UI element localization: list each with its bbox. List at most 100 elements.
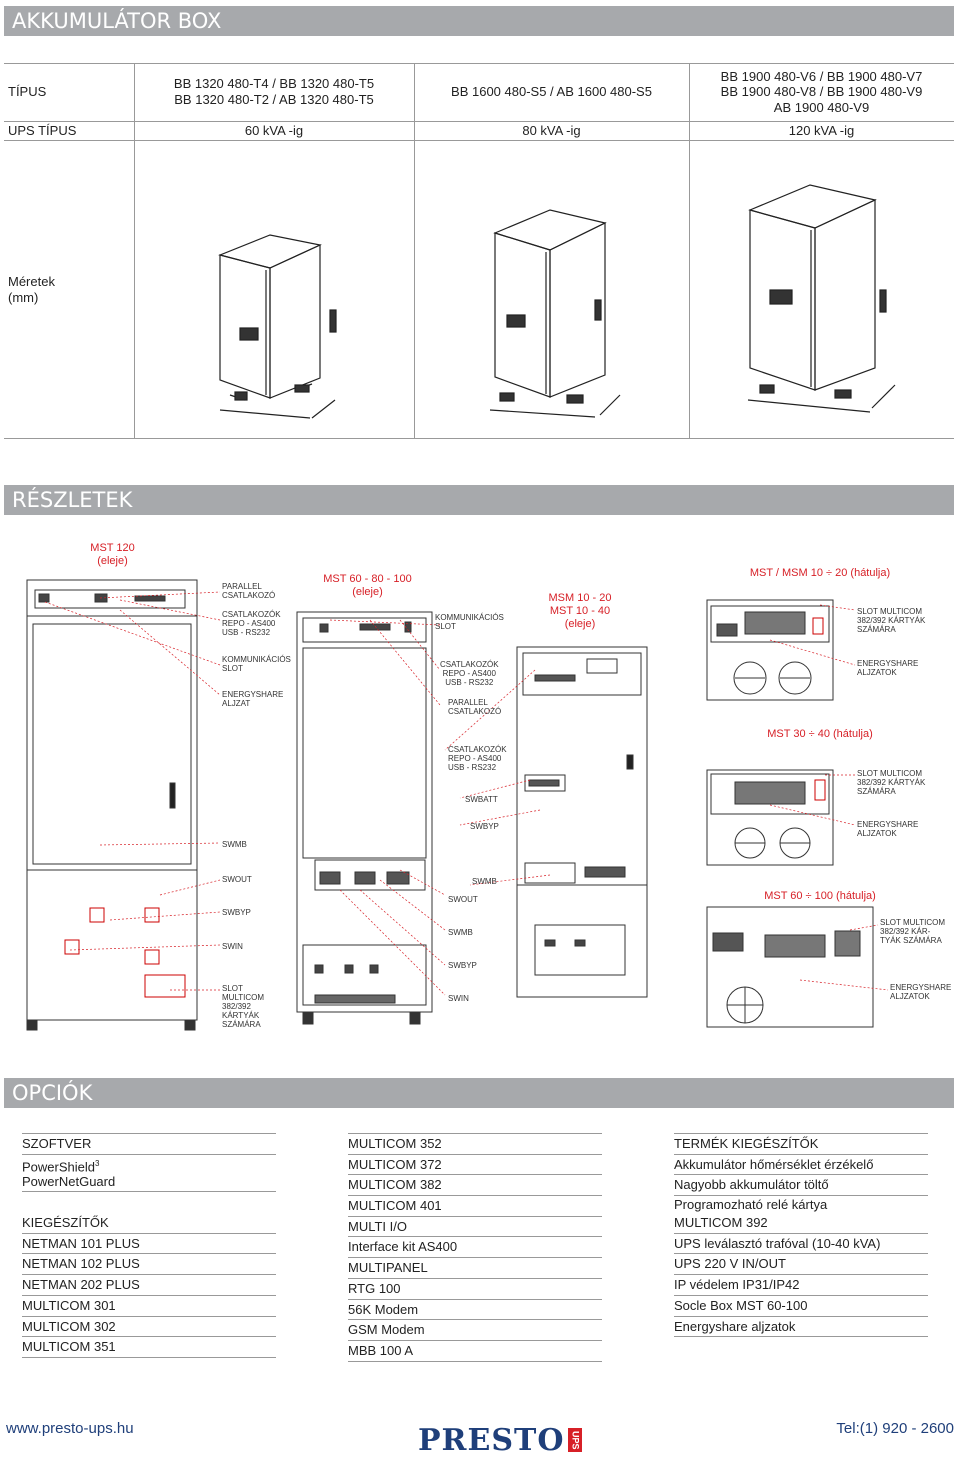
options-title: OPCIÓK bbox=[12, 1081, 93, 1105]
label-b-csatlakozok: CSATLAKOZÓK REPO - AS400 USB - RS232 bbox=[440, 660, 499, 687]
mst60-back-drawing bbox=[706, 906, 874, 1028]
model-3-line1: BB 1900 480-V6 / BB 1900 480-V7 bbox=[720, 68, 923, 84]
list-item: Akkumulátor hőmérséklet érzékelő bbox=[674, 1155, 928, 1176]
options-col-1: SZOFTVER PowerShield3 PowerNetGuard KIEG… bbox=[22, 1133, 276, 1358]
label-b-swout: SWOUT bbox=[448, 895, 478, 904]
label-b-swmb: SWMB bbox=[472, 877, 497, 886]
label-swin: SWIN bbox=[222, 942, 243, 951]
model-cell-1: BB 1320 480-T4 / BB 1320 480-T5 BB 1320 … bbox=[134, 63, 414, 121]
caption-msm: MSM 10 - 20 MST 10 - 40 (eleje) bbox=[548, 592, 612, 630]
label-c-energyshare-1: ENERGYSHARE ALJZATOK bbox=[857, 659, 919, 677]
options-band: OPCIÓK bbox=[4, 1078, 954, 1108]
list-item: PowerNetGuard bbox=[22, 1172, 276, 1193]
list-item: PowerShield3 bbox=[22, 1158, 100, 1175]
brand-sub: UPS bbox=[568, 1427, 583, 1453]
list-item: NETMAN 102 PLUS bbox=[22, 1254, 276, 1276]
caption-mst60: MST 60 - 80 - 100 (eleje) bbox=[323, 573, 412, 598]
list-item: UPS leválasztó trafóval (10-40 kVA) bbox=[674, 1234, 928, 1255]
website-link[interactable]: www.presto-ups.hu bbox=[6, 1420, 134, 1437]
phone-number: Tel:(1) 920 - 2600 bbox=[836, 1420, 954, 1437]
list-item: NETMAN 101 PLUS bbox=[22, 1234, 276, 1255]
list-item: RTG 100 bbox=[348, 1279, 602, 1300]
caption-mst120: MST 120 (eleje) bbox=[90, 542, 135, 567]
list-item: MULTICOM 302 bbox=[22, 1317, 276, 1338]
ups-tipus-label: UPS TÍPUS bbox=[8, 122, 77, 138]
meretek-label: Méretek (mm) bbox=[8, 274, 55, 305]
label-c-energyshare-2: ENERGYSHARE ALJZATOK bbox=[857, 820, 919, 838]
model-cell-3: BB 1900 480-V6 / BB 1900 480-V7 BB 1900 … bbox=[689, 63, 954, 121]
list-item: Interface kit AS400 bbox=[348, 1237, 602, 1259]
list-item: NETMAN 202 PLUS bbox=[22, 1275, 276, 1296]
list-item: GSM Modem bbox=[348, 1320, 602, 1341]
label-komm-slot: KOMMUNIKÁCIÓS SLOT bbox=[222, 655, 291, 673]
caption-mst-msm-back: MST / MSM 10 ÷ 20 (hátulja) bbox=[749, 567, 891, 579]
label-b-swmb-2: SWMB bbox=[448, 928, 473, 937]
model-3-line3: AB 1900 480-V9 bbox=[773, 99, 870, 115]
list-item: Programozható relé kártya bbox=[674, 1197, 828, 1213]
list-item: MULTI I/O bbox=[348, 1217, 602, 1238]
label-parallel: PARALLEL CSATLAKOZÓ bbox=[222, 582, 276, 600]
msm-front-drawing bbox=[516, 646, 648, 998]
label-energyshare: ENERGYSHARE ALJZAT bbox=[222, 690, 284, 708]
model-1-line1: BB 1320 480-T4 / BB 1320 480-T5 bbox=[173, 76, 375, 92]
cabinet-drawing-1 bbox=[218, 234, 337, 419]
details-title: RÉSZLETEK bbox=[12, 488, 133, 512]
list-item: 56K Modem bbox=[348, 1300, 602, 1321]
list-item: MBB 100 A bbox=[348, 1341, 602, 1362]
list-item: Energyshare aljzatok bbox=[674, 1317, 928, 1338]
label-swbyp: SWBYP bbox=[222, 908, 251, 917]
label-csatlakozok: CSATLAKOZÓK REPO - AS400 USB - RS232 bbox=[222, 610, 281, 637]
list-item bbox=[22, 1192, 276, 1213]
list-item: IP védelem IP31/IP42 bbox=[674, 1275, 928, 1296]
options-col-2: MULTICOM 352 MULTICOM 372 MULTICOM 382 M… bbox=[348, 1133, 602, 1362]
list-item: KIEGÉSZÍTŐK bbox=[22, 1213, 276, 1234]
label-c-slot-3: SLOT MULTICOM 382/392 KÁR- TYÁK SZÁMÁRA bbox=[880, 918, 946, 945]
model-2-line1: BB 1600 480-S5 / AB 1600 480-S5 bbox=[451, 84, 652, 100]
label-c-slot-2: SLOT MULTICOM 382/392 KÁRTYÁK SZÁMÁRA bbox=[857, 769, 926, 796]
label-slot-multicom: SLOT MULTICOM 382/392 KÁRTYÁK SZÁMÁRA bbox=[222, 984, 265, 1029]
list-item: MULTICOM 372 bbox=[348, 1155, 602, 1176]
leader-lines bbox=[44, 591, 889, 996]
label-b-komm-slot: KOMMUNIKÁCIÓS SLOT bbox=[435, 613, 504, 631]
label-b-csatlakozok-2: CSATLAKOZÓK REPO - AS400 USB - RS232 bbox=[448, 745, 507, 772]
mst-msm-back-drawing bbox=[706, 599, 834, 701]
cabinet-drawing-2 bbox=[489, 209, 621, 418]
mst60-front-drawing bbox=[296, 611, 433, 1025]
ups-2: 80 kVA -ig bbox=[522, 122, 581, 138]
label-b-swin: SWIN bbox=[448, 994, 469, 1003]
label-swout: SWOUT bbox=[222, 875, 252, 884]
list-item: MULTICOM 351 bbox=[22, 1337, 276, 1358]
list-item: UPS 220 V IN/OUT bbox=[674, 1254, 928, 1276]
caption-mst30: MST 30 ÷ 40 (hátulja) bbox=[767, 728, 873, 740]
list-item: MULTICOM 382 bbox=[348, 1175, 602, 1197]
brand-name: PRESTO bbox=[418, 1422, 565, 1458]
ups-3: 120 kVA -ig bbox=[788, 122, 855, 138]
list-item: SZOFTVER bbox=[22, 1134, 276, 1155]
model-3-line2: BB 1900 480-V8 / BB 1900 480-V9 bbox=[720, 84, 923, 100]
label-b-swbyp-2: SWBYP bbox=[448, 961, 477, 970]
list-item: MULTICOM 301 bbox=[22, 1296, 276, 1317]
details-band: RÉSZLETEK bbox=[4, 485, 954, 515]
label-swmb: SWMB bbox=[222, 840, 247, 849]
list-item: MULTICOM 401 bbox=[348, 1196, 602, 1217]
label-b-swbatt: SWBATT bbox=[465, 795, 498, 804]
page-title: AKKUMULÁTOR BOX bbox=[12, 9, 222, 33]
cabinet-drawing-3 bbox=[747, 184, 896, 413]
list-item: MULTICOM 352 bbox=[348, 1134, 602, 1155]
model-cell-2: BB 1600 480-S5 / AB 1600 480-S5 bbox=[414, 63, 689, 121]
label-c-slot-1: SLOT MULTICOM 382/392 KÁRTYÁK SZÁMÁRA bbox=[857, 607, 926, 634]
caption-mst60back: MST 60 ÷ 100 (hátulja) bbox=[764, 890, 876, 902]
label-b-parallel: PARALLEL CSATLAKOZÓ bbox=[448, 698, 502, 716]
list-item: Nagyobb akkumulátor töltő bbox=[674, 1175, 928, 1197]
tipus-label: TÍPUS bbox=[8, 84, 47, 100]
list-item: MULTIPANEL bbox=[348, 1258, 602, 1279]
label-c-energyshare-3: ENERGYSHARE ALJZATOK bbox=[890, 983, 952, 1001]
options-col-3: TERMÉK KIEGÉSZÍTŐK Akkumulátor hőmérsékl… bbox=[674, 1133, 928, 1338]
label-b-swbyp: SWBYP bbox=[470, 822, 499, 831]
ups-1: 60 kVA -ig bbox=[244, 122, 304, 138]
presto-logo: PRESTO UPS bbox=[418, 1418, 583, 1462]
header-band: AKKUMULÁTOR BOX bbox=[4, 6, 954, 36]
list-item: Socle Box MST 60-100 bbox=[674, 1296, 928, 1317]
model-1-line2: BB 1320 480-T2 / AB 1320 480-T5 bbox=[174, 92, 374, 107]
list-item: TERMÉK KIEGÉSZÍTŐK bbox=[674, 1134, 928, 1155]
